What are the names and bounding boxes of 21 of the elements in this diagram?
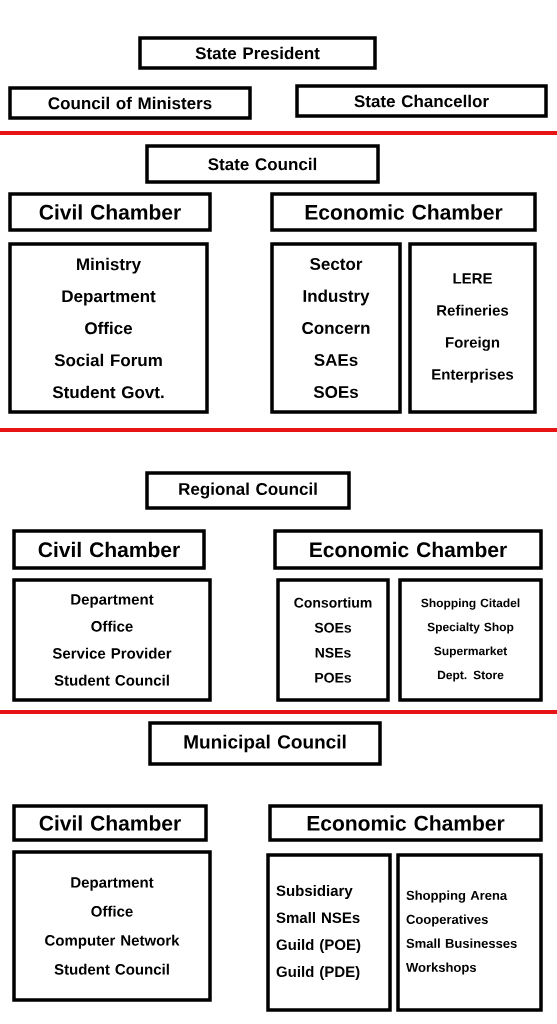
council-box: Regional Council bbox=[145, 471, 351, 510]
chamber-box: Civil Chamber bbox=[12, 804, 208, 842]
council-box: Municipal Council bbox=[148, 721, 382, 766]
council-box: State President bbox=[138, 36, 377, 70]
list-box: Subsidiary Small NSEs Guild (POE) Guild (PDE) bbox=[266, 853, 392, 1012]
list-box: Department Office Computer Network Student Council bbox=[12, 850, 212, 1002]
chamber-box: Civil Chamber bbox=[12, 529, 206, 570]
list-box: Ministry Department Office Social Forum Student Govt. bbox=[8, 242, 209, 414]
list-box: Department Office Service Provider Student Council bbox=[12, 578, 212, 702]
council-box: State Council bbox=[145, 144, 380, 184]
chamber-box: Economic Chamber bbox=[268, 804, 543, 842]
list-box: Shopping Citadel Specialty Shop Supermarket Dept. Store bbox=[398, 578, 543, 702]
list-box: Consortium SOEs NSEs POEs bbox=[276, 578, 390, 702]
chamber-box: Civil Chamber bbox=[8, 192, 212, 232]
list-box: LERE Refineries Foreign Enterprises bbox=[408, 242, 537, 414]
list-box: Sector Industry Concern SAEs SOEs bbox=[270, 242, 402, 414]
council-box: Council of Ministers bbox=[8, 86, 252, 120]
council-box: State Chancellor bbox=[295, 84, 548, 118]
chamber-box: Economic Chamber bbox=[273, 529, 543, 570]
chamber-box: Economic Chamber bbox=[270, 192, 537, 232]
list-box: Shopping Arena Cooperatives Small Businesses Workshops bbox=[396, 853, 543, 1012]
